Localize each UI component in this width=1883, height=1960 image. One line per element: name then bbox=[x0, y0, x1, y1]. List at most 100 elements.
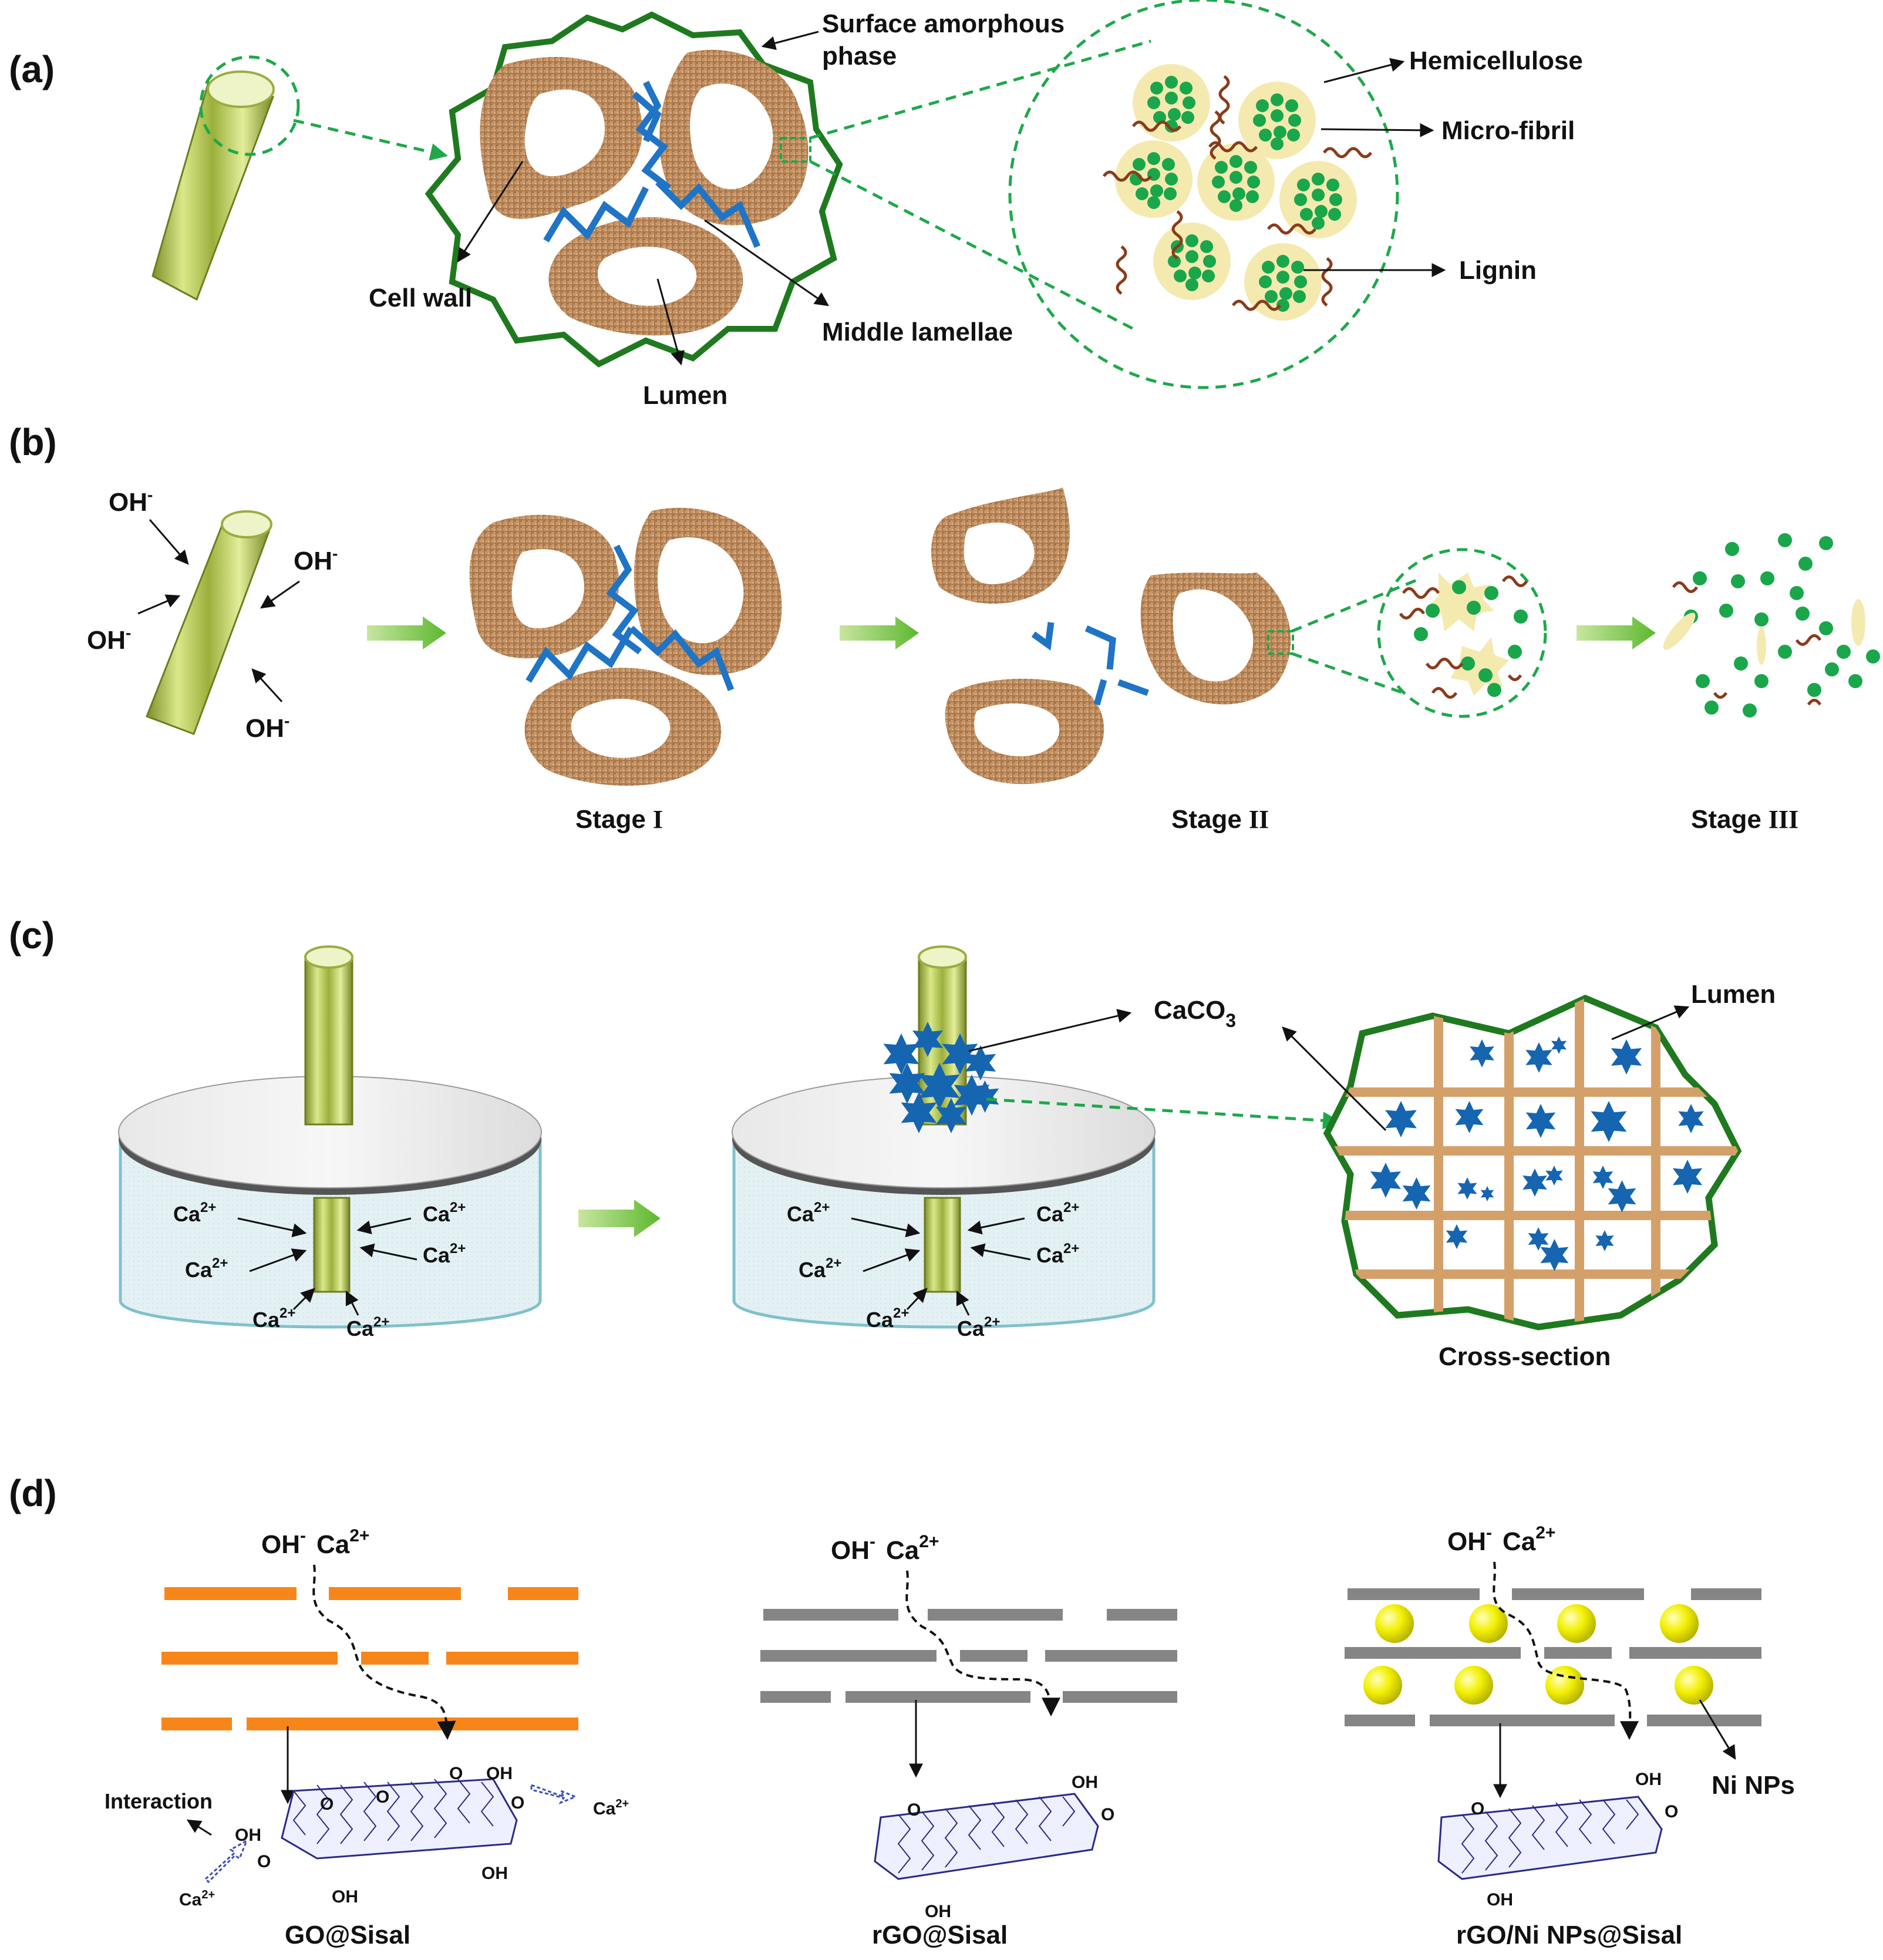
oh-ion-2: OH- bbox=[294, 544, 338, 575]
go-sisal-column: OH-Ca2+ O O O OH O OH O OH OH Ca2+ bbox=[105, 1526, 629, 1949]
label-micro-fibril: Micro-fibril bbox=[1441, 116, 1575, 145]
rgo-layers bbox=[760, 1609, 1177, 1703]
svg-text:Ca2+: Ca2+ bbox=[185, 1255, 228, 1282]
label-ni-nps: Ni NPs bbox=[1712, 1771, 1795, 1800]
oh-ion-4: OH- bbox=[245, 712, 289, 743]
zoom-line-bottom bbox=[809, 160, 1134, 331]
go-layers bbox=[161, 1587, 578, 1730]
rgo-ni-ions-label: OH-Ca2+ bbox=[1447, 1523, 1555, 1556]
caption-rgo-sisal: rGO@Sisal bbox=[872, 1921, 1008, 1949]
panel-c: (c) Ca2+ Ca2+ Ca2+ Ca2+ Ca2+ Ca2+ bbox=[9, 914, 1776, 1371]
svg-text:Ca2+: Ca2+ bbox=[957, 1314, 1000, 1341]
leader-middle-lamellae bbox=[704, 219, 829, 307]
ni-nanoparticles bbox=[1363, 1604, 1713, 1705]
leader-cell-wall bbox=[457, 161, 524, 263]
rgo-sheet-molecule bbox=[874, 1793, 1099, 1880]
svg-text:O: O bbox=[1101, 1805, 1114, 1824]
rgo-ni-layers bbox=[1345, 1588, 1761, 1726]
middle-lamellae-zigzag bbox=[543, 80, 761, 248]
svg-text:O: O bbox=[511, 1793, 524, 1813]
stage-1-cells bbox=[469, 507, 782, 786]
process-arrow-b2 bbox=[840, 617, 919, 649]
leader-hemicellulose bbox=[1323, 58, 1405, 83]
label-surface-amorphous-2: phase bbox=[822, 42, 897, 70]
svg-text:O: O bbox=[449, 1764, 463, 1783]
svg-text:O: O bbox=[257, 1852, 271, 1871]
svg-text:OH: OH bbox=[332, 1887, 358, 1907]
go-ca-ion-right: Ca2+ bbox=[593, 1797, 629, 1818]
stage-3-debris bbox=[1663, 533, 1880, 718]
stage-2-zoom-circle bbox=[1377, 548, 1547, 718]
svg-text:OH: OH bbox=[1635, 1770, 1662, 1789]
rgo-ni-sheet-molecule bbox=[1437, 1796, 1663, 1880]
panel-label-a: (a) bbox=[9, 48, 55, 90]
svg-text:O: O bbox=[1471, 1799, 1484, 1818]
microfibril-bundles bbox=[1102, 64, 1373, 321]
panel-a: (a) Surface a bbox=[9, 0, 1583, 410]
svg-text:Ca2+: Ca2+ bbox=[173, 1200, 216, 1226]
process-arrow-b1 bbox=[367, 617, 446, 649]
panel-label-b: (b) bbox=[9, 421, 57, 463]
cross-section bbox=[1323, 994, 1742, 1331]
zoom-arrow-a1 bbox=[293, 119, 448, 161]
label-cell-wall: Cell wall bbox=[369, 284, 472, 312]
ca-ions-beaker-1: Ca2+ Ca2+ Ca2+ Ca2+ Ca2+ Ca2+ bbox=[173, 1200, 466, 1341]
ca-ions-beaker-2: Ca2+ Ca2+ Ca2+ Ca2+ Ca2+ Ca2+ bbox=[787, 1200, 1079, 1341]
stage-2-zoom-box bbox=[1267, 630, 1294, 655]
svg-text:Ca2+: Ca2+ bbox=[1036, 1200, 1079, 1226]
svg-text:OH: OH bbox=[925, 1902, 951, 1921]
rgo-ni-sisal-column: OH-Ca2+ Ni NPs bbox=[1345, 1523, 1795, 1949]
fibril-zoom-box bbox=[780, 137, 811, 163]
leader-micro-fibril bbox=[1321, 123, 1434, 137]
zoom-arrow-c bbox=[986, 1097, 1340, 1130]
svg-text:Ca2+: Ca2+ bbox=[423, 1241, 466, 1267]
svg-text:Ca2+: Ca2+ bbox=[799, 1255, 841, 1282]
stage-2-cells bbox=[931, 487, 1291, 784]
go-sheet-molecule bbox=[281, 1778, 518, 1860]
cell-wall-cells-a bbox=[480, 49, 809, 336]
stage-2-zoom-line-top bbox=[1291, 577, 1421, 633]
oh-arrow-1 bbox=[149, 519, 189, 565]
svg-text:O: O bbox=[1665, 1802, 1678, 1821]
svg-text:Ca2+: Ca2+ bbox=[423, 1200, 466, 1226]
svg-text:O: O bbox=[376, 1787, 389, 1807]
caption-go-sisal: GO@Sisal bbox=[285, 1921, 410, 1949]
stage-2-fibril-debris bbox=[1399, 572, 1528, 699]
label-lumen-a: Lumen bbox=[643, 381, 727, 410]
rgo-ions-label: OH-Ca2+ bbox=[831, 1532, 939, 1565]
leader-caco3 bbox=[968, 1009, 1132, 1052]
svg-text:O: O bbox=[907, 1800, 921, 1820]
svg-text:OH: OH bbox=[486, 1764, 513, 1783]
svg-text:OH: OH bbox=[1487, 1890, 1513, 1910]
leader-lumen-c bbox=[1611, 1005, 1690, 1040]
panel-label-d: (d) bbox=[9, 1472, 57, 1514]
svg-text:Ca2+: Ca2+ bbox=[787, 1200, 830, 1226]
go-ca-ion-left: Ca2+ bbox=[179, 1888, 215, 1910]
label-lignin: Lignin bbox=[1459, 256, 1537, 285]
leader-surface bbox=[761, 31, 819, 50]
caption-rgo-ni-sisal: rGO/Ni NPs@Sisal bbox=[1456, 1921, 1682, 1949]
label-lumen-c: Lumen bbox=[1691, 980, 1776, 1009]
oh-ion-1: OH- bbox=[109, 486, 153, 517]
label-middle-lamellae: Middle lamellae bbox=[822, 318, 1013, 346]
process-arrow-c bbox=[578, 1200, 661, 1237]
oh-arrow-2 bbox=[260, 580, 300, 609]
oh-ion-3: OH- bbox=[87, 624, 131, 655]
label-cross-section: Cross-section bbox=[1439, 1342, 1611, 1371]
svg-text:O: O bbox=[320, 1794, 334, 1814]
sisal-fiber-a bbox=[151, 70, 275, 301]
leader-lumen bbox=[656, 278, 685, 366]
zoom-line-top bbox=[810, 39, 1151, 140]
label-hemicellulose: Hemicellulose bbox=[1409, 46, 1583, 75]
svg-text:Ca2+: Ca2+ bbox=[1036, 1241, 1079, 1267]
svg-text:OH: OH bbox=[481, 1864, 508, 1883]
svg-text:OH: OH bbox=[235, 1826, 261, 1845]
svg-text:Ca2+: Ca2+ bbox=[866, 1305, 909, 1332]
svg-text:OH: OH bbox=[1072, 1773, 1098, 1792]
label-surface-amorphous-1: Surface amorphous bbox=[822, 9, 1065, 38]
svg-text:Ca2+: Ca2+ bbox=[346, 1314, 389, 1341]
oh-arrow-3 bbox=[137, 594, 181, 615]
